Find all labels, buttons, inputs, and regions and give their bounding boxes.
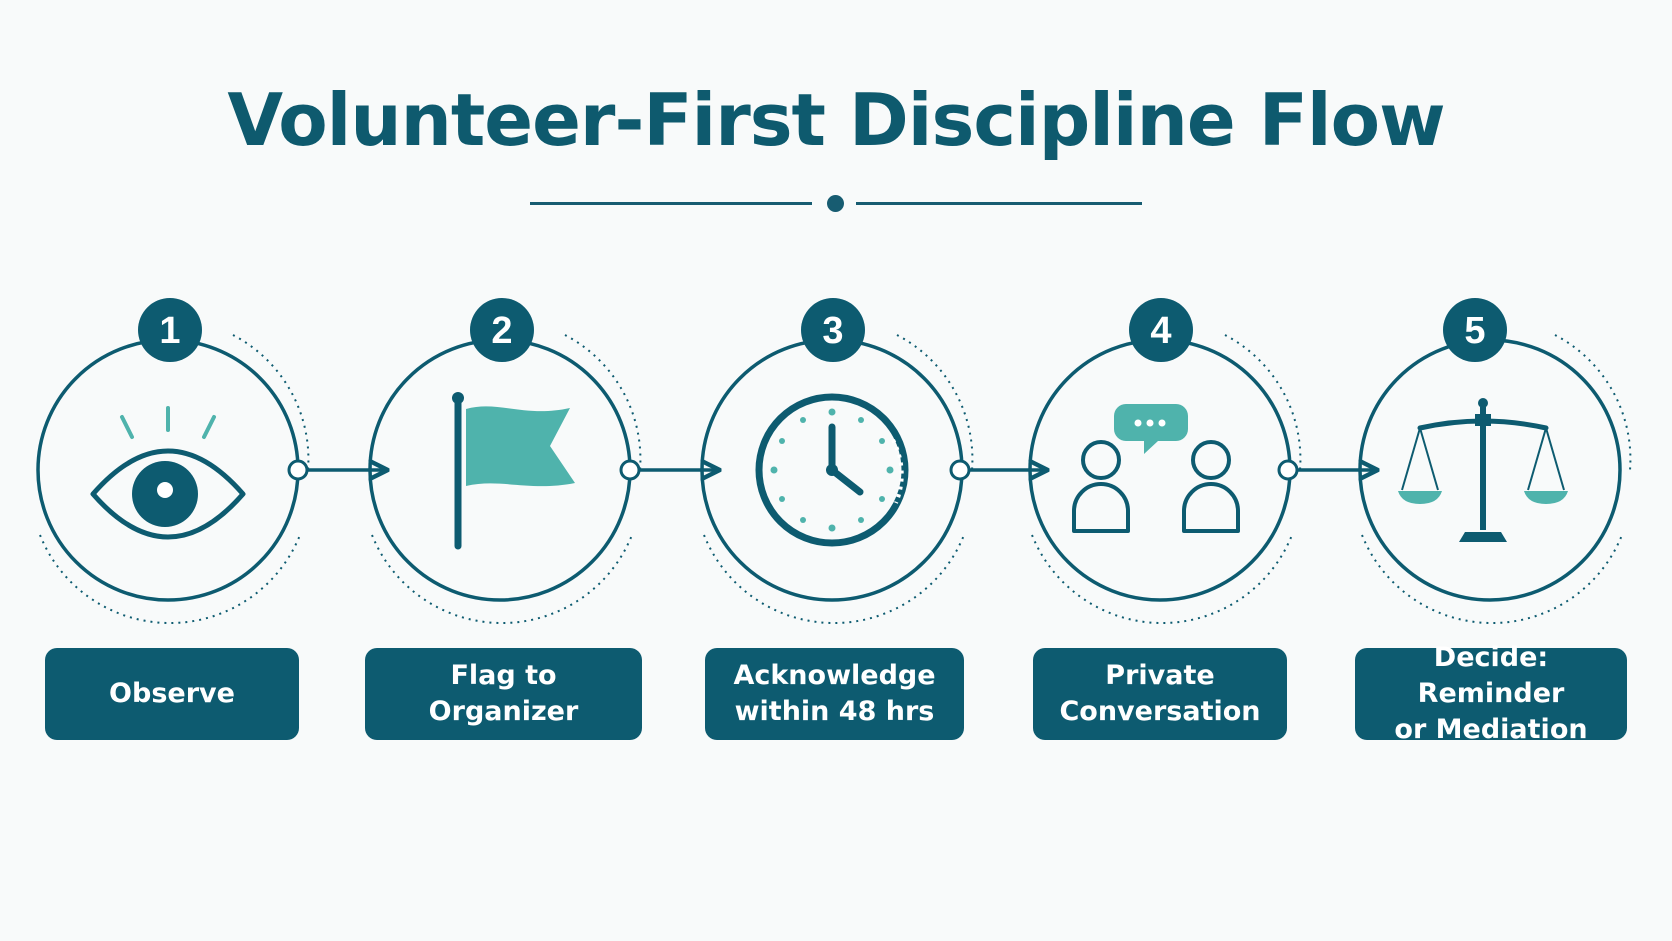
conversation-icon (1072, 404, 1240, 533)
step-3-label: Acknowledge within 48 hrs (705, 648, 964, 740)
step-4-label-text: Private Conversation (1059, 660, 1261, 727)
connector-3-4 (949, 459, 1046, 481)
step-1-label-text: Observe (109, 678, 235, 709)
step-5-node (1358, 334, 1632, 625)
step-2-label-text: Flag to Organizer (428, 660, 579, 727)
step-4-badge: 4 (1129, 298, 1193, 362)
page-title: Volunteer-First Discipline Flow (227, 78, 1445, 162)
divider-dot (827, 195, 844, 212)
step-4-number: 4 (1150, 310, 1171, 352)
step-3-label-text: Acknowledge within 48 hrs (733, 660, 936, 727)
connector-1-2 (287, 459, 386, 481)
connector-4-5 (1277, 459, 1376, 481)
step-3-number: 3 (822, 310, 843, 352)
divider-line-left (530, 202, 812, 205)
step-2-badge: 2 (470, 298, 534, 362)
step-5-label: Decide: Reminder or Mediation (1355, 642, 1627, 745)
step-5-badge: 5 (1443, 298, 1507, 362)
connector-2-3 (619, 459, 718, 481)
divider-line-right (856, 202, 1142, 205)
step-1-number: 1 (159, 310, 180, 352)
scales-icon (1398, 398, 1568, 542)
step-3-badge: 3 (801, 298, 865, 362)
step-1-badge: 1 (138, 298, 202, 362)
step-3-node (700, 334, 974, 625)
step-2-number: 2 (491, 310, 512, 352)
step-4-node (1028, 334, 1302, 625)
step-1-label: Observe (45, 648, 299, 740)
step-4-label: Private Conversation (1033, 648, 1287, 740)
title-divider (530, 194, 1142, 214)
step-5-label-text: Decide: Reminder or Mediation (1394, 642, 1588, 745)
flag-icon (452, 392, 575, 550)
eye-icon (90, 406, 246, 540)
step-2-label: Flag to Organizer (365, 648, 642, 740)
clock-icon (755, 393, 909, 547)
step-5-number: 5 (1464, 310, 1485, 352)
